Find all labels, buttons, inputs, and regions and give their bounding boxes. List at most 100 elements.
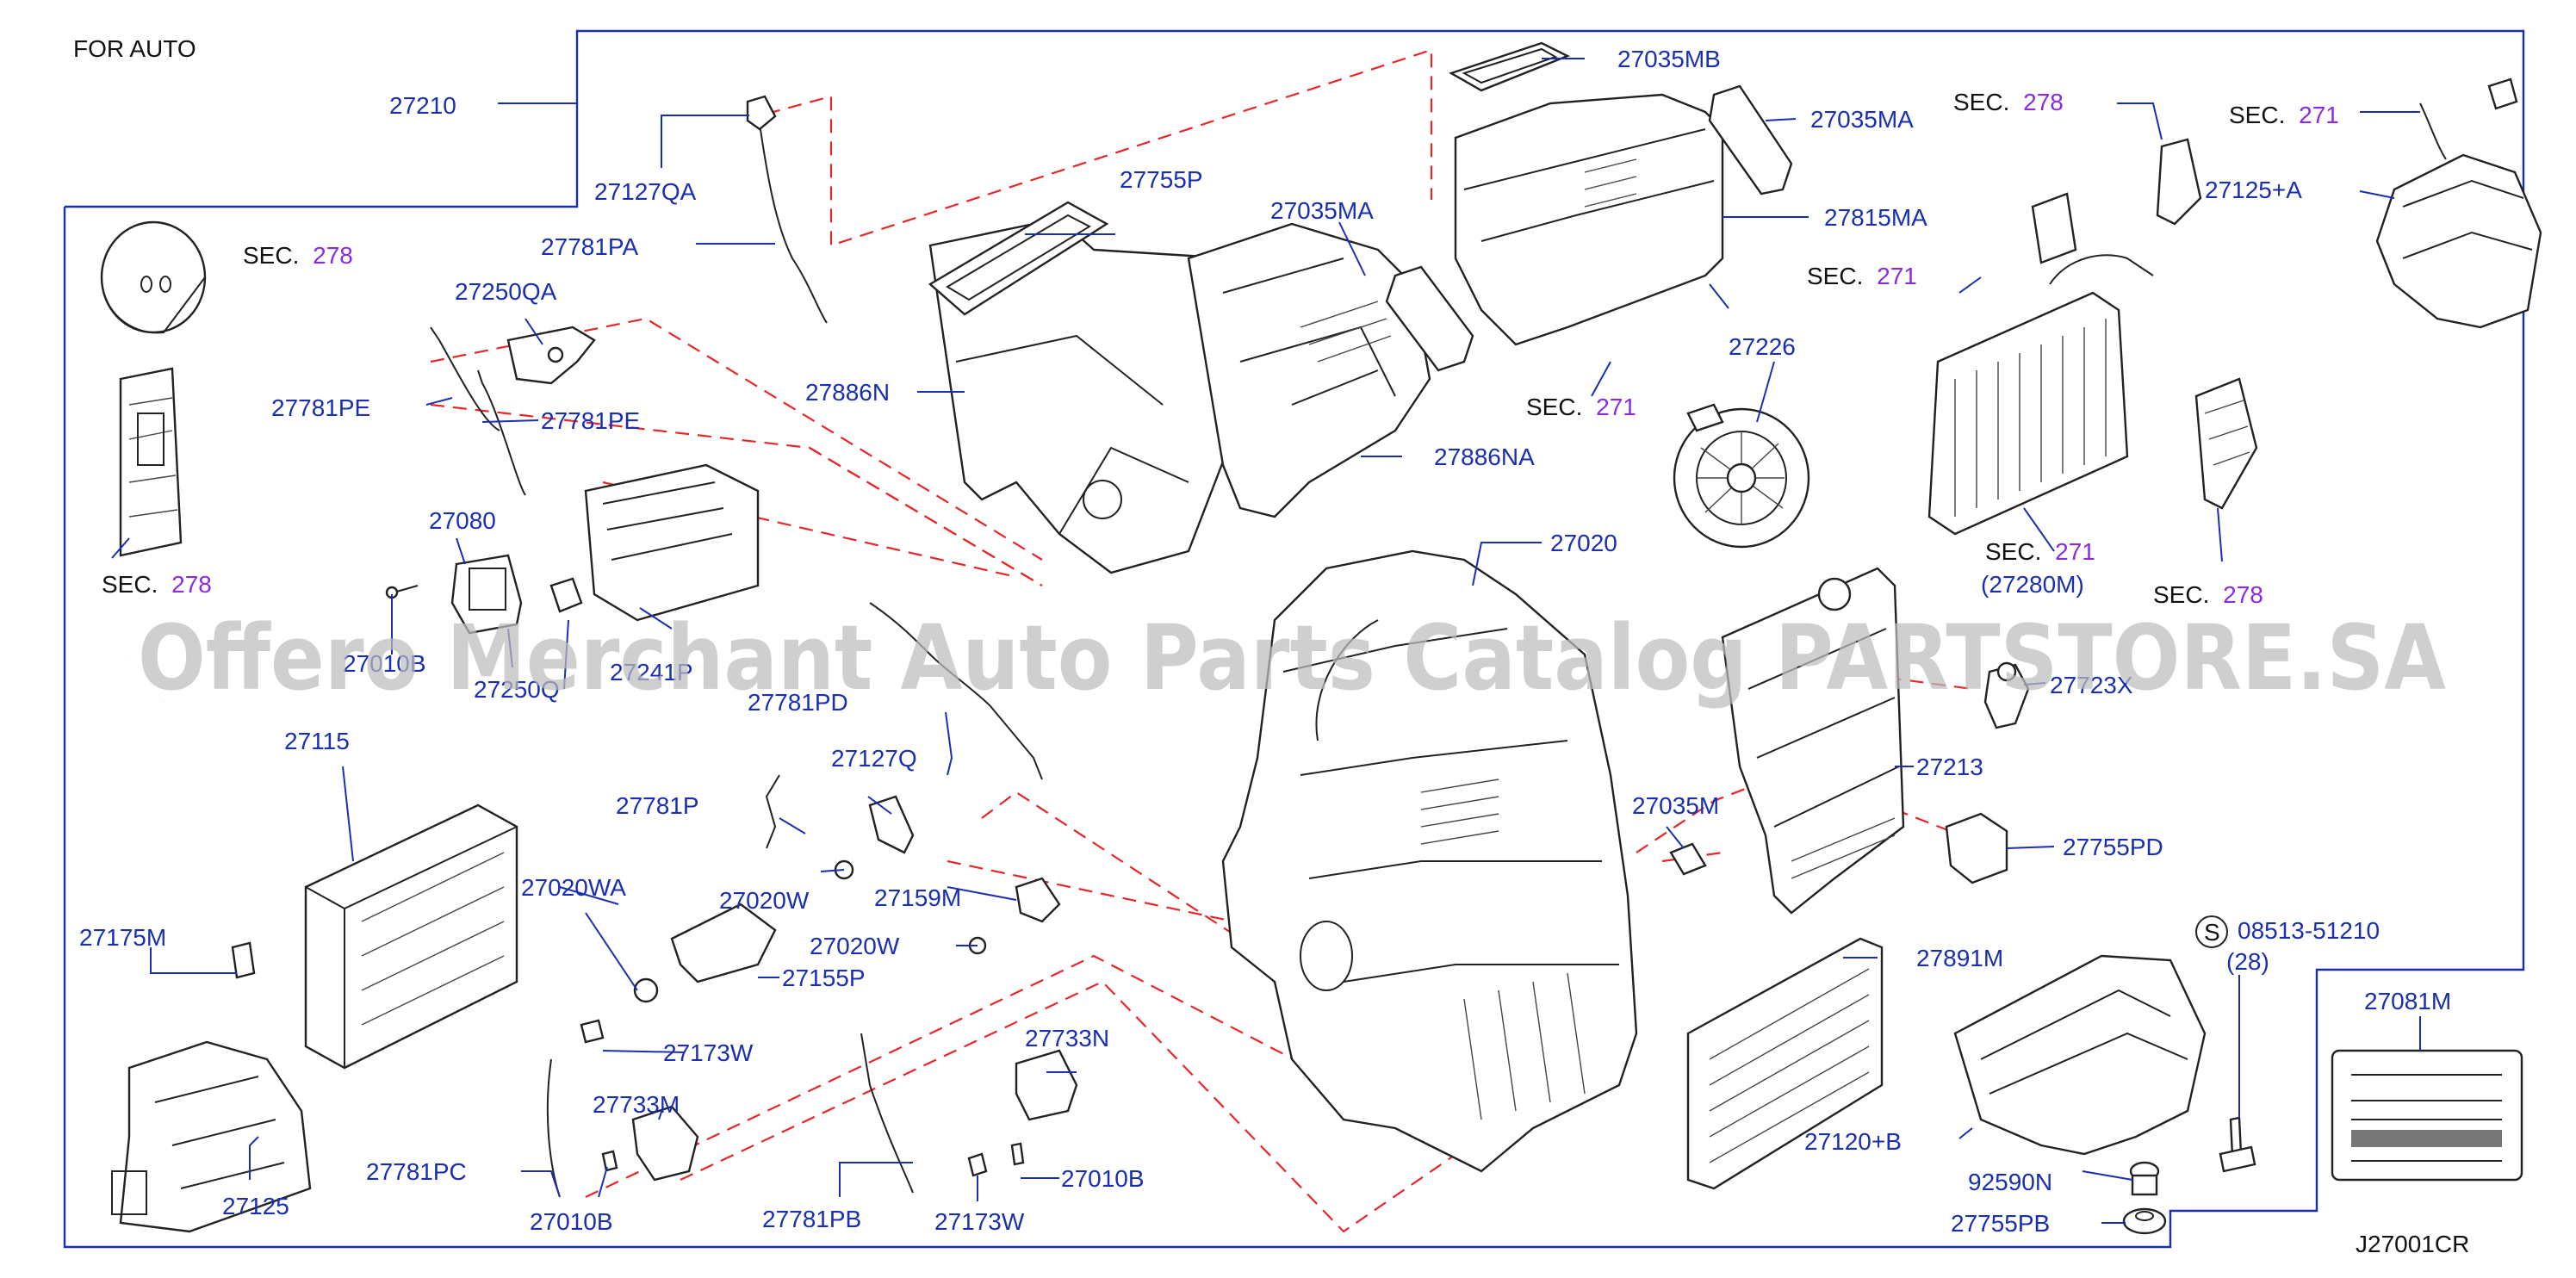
duct-27886NA	[1187, 222, 1431, 518]
diagram-title: FOR AUTO	[73, 35, 196, 62]
duct-27125A	[2375, 78, 2542, 329]
part-label: (27280M)	[1981, 571, 2084, 598]
part-label: 92590N	[1968, 1169, 2052, 1195]
part-label: 27035MA	[1270, 197, 1374, 224]
gasket-27035MB	[1449, 41, 1570, 92]
part-label: 27755PD	[2063, 834, 2163, 860]
diagram-frame	[63, 29, 2525, 1249]
part-label: (28)	[2226, 948, 2269, 975]
part-label: 27081M	[2364, 988, 2451, 1014]
section-ref: SEC. 271	[1807, 263, 1917, 289]
part-label: 27886NA	[1434, 444, 1535, 470]
section-references: SEC. 278 SEC. 278 SEC. 271 SEC. 271 SEC.…	[102, 89, 2339, 608]
part-label: 27125	[222, 1193, 289, 1219]
part-label: 27755PB	[1951, 1210, 2050, 1237]
part-label: 27781PA	[541, 233, 638, 260]
part-label: 27010B	[530, 1208, 613, 1235]
bracket-278-right	[2156, 138, 2258, 510]
grommet-27755PD	[1945, 812, 2008, 884]
part-label: 27020WA	[521, 874, 626, 901]
part-label: 27175M	[79, 924, 166, 951]
part-label: 27733N	[1025, 1025, 1109, 1052]
small-clips	[231, 795, 1078, 1182]
part-label: 27127Q	[831, 745, 917, 772]
part-label: 27020	[1550, 530, 1617, 556]
part-label: 27886N	[805, 379, 890, 406]
section-ref: SEC. 271	[1526, 394, 1636, 420]
part-label: 27891M	[1916, 945, 2003, 971]
part-label: 27173W	[663, 1039, 754, 1066]
motor-disc-part	[100, 220, 207, 334]
part-label: 27226	[1729, 333, 1796, 360]
duct-27886N	[928, 214, 1233, 574]
grommet-27755PB	[2122, 1207, 2167, 1235]
filter-frame-27241P	[584, 463, 760, 622]
part-label: 27035MB	[1617, 46, 1721, 72]
lower-case-27891M	[1953, 954, 2207, 1156]
part-label: 27781PE	[271, 394, 370, 421]
watermark-text: Offero Merchant Auto Parts Catalog PARTS…	[138, 605, 2446, 710]
part-label: 27120+B	[1804, 1128, 1902, 1155]
section-ref: SEC. 278	[102, 571, 212, 598]
svg-text:S: S	[2204, 919, 2220, 946]
part-label: 27080	[429, 507, 496, 534]
part-label: 27250Q	[474, 676, 560, 703]
part-label: 27723X	[2050, 672, 2133, 698]
clip-27127QA	[746, 95, 777, 131]
left-bracket-part	[119, 367, 183, 557]
part-label: 27781PD	[748, 689, 848, 716]
part-label: 27035M	[1632, 792, 1719, 819]
part-label: 27155P	[782, 965, 866, 991]
part-label: 27213	[1916, 754, 1983, 780]
part-label: 27250QA	[455, 278, 557, 305]
core-27120B	[1686, 937, 1884, 1190]
part-label: 27173W	[934, 1208, 1025, 1235]
part-label: 27733M	[593, 1091, 680, 1118]
part-label: 27020W	[810, 933, 900, 959]
part-label: 27035MA	[1810, 106, 1914, 133]
part-label: 27781P	[616, 792, 699, 819]
section-ref: SEC. 278	[243, 242, 353, 269]
part-label: 27159M	[874, 884, 961, 911]
part-label: 27127QA	[594, 178, 697, 205]
heater-core-part	[304, 803, 518, 1070]
evaporator-27280M	[1927, 192, 2154, 536]
part-label: 27010B	[1061, 1165, 1145, 1192]
case-27815MA	[1454, 93, 1724, 346]
gasket-27755P	[928, 201, 1109, 316]
lower-duct-part	[111, 1040, 312, 1233]
section-ref: SEC. 278	[2153, 581, 2263, 608]
part-label: 27781PE	[541, 407, 640, 434]
bolt-marker: S	[2195, 915, 2228, 948]
part-labels: 27210 27127QA 27781PA 27250QA 27781PE 27…	[79, 46, 2451, 1237]
leader-lines	[111, 58, 2421, 1224]
part-label: 27781PB	[762, 1206, 861, 1232]
control-rods	[430, 111, 1043, 1198]
bracket-27250QA	[506, 326, 596, 385]
heater-pipes	[127, 655, 312, 952]
part-label: 08513-51210	[2238, 917, 2380, 944]
sensor-27723X	[1983, 661, 2030, 729]
gasket-27035MA-left	[1385, 265, 1474, 372]
part-label: 27781PC	[366, 1158, 467, 1185]
gasket-27035MA-right	[1708, 84, 1793, 195]
bolt-part	[2219, 1116, 2256, 1173]
section-ref: SEC. 271	[2229, 102, 2339, 128]
part-label: 27010B	[343, 650, 426, 677]
actuator-27080	[385, 554, 583, 635]
part-label: 27210	[389, 92, 456, 119]
section-ref: SEC. 278	[1953, 89, 2064, 115]
drain-92590N	[2129, 1161, 2160, 1196]
part-label: 27020W	[719, 887, 810, 914]
part-label: 27241P	[610, 659, 693, 686]
part-label: 27125+A	[2205, 177, 2302, 203]
section-ref: SEC. 271	[1985, 538, 2095, 565]
part-label: 27115	[284, 728, 350, 754]
diagram-code: J27001CR	[2356, 1231, 2469, 1257]
blower-motor-27226	[1673, 403, 1810, 549]
part-label: 27755P	[1120, 166, 1203, 193]
housing-27213	[1721, 567, 1905, 915]
label-card-27081M	[2331, 1049, 2523, 1182]
bushing-27035M	[1669, 842, 1707, 876]
